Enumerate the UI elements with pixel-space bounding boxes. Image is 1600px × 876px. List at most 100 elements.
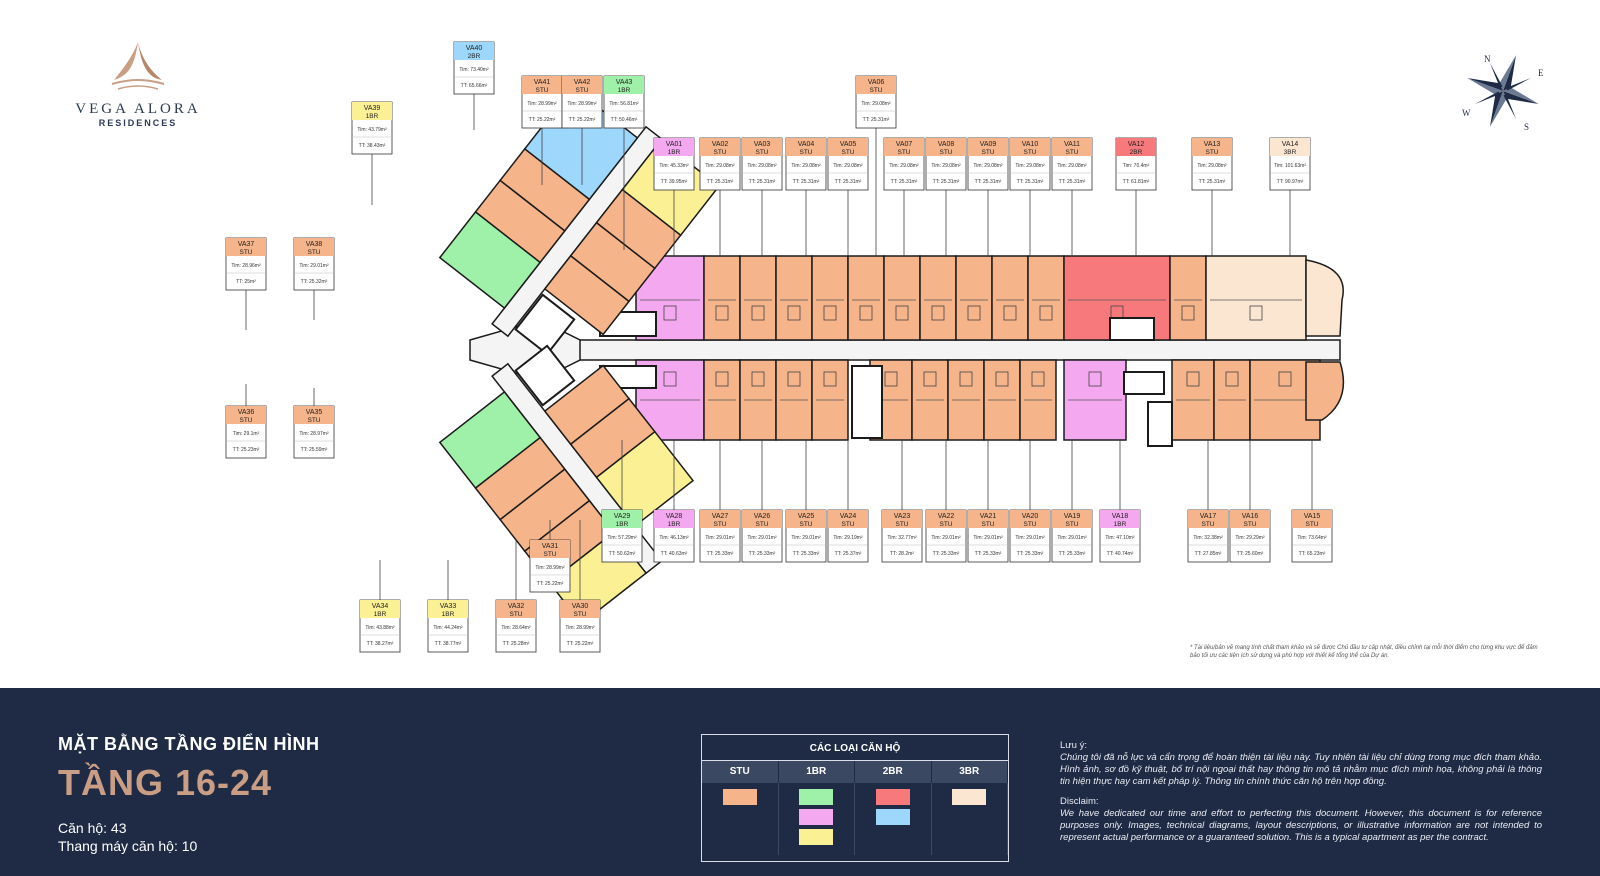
brand-name: VEGA ALORA bbox=[75, 101, 201, 117]
unit-id: VA09 bbox=[980, 141, 997, 148]
unit-area-tt: TT: 25.22m² bbox=[537, 581, 564, 587]
unit-label-header bbox=[654, 510, 694, 528]
disclaimer-notes: Lưu ý: Chúng tôi đã nỗ lực và cẩn trọng … bbox=[1060, 740, 1542, 844]
unit-label-header bbox=[602, 510, 642, 528]
unit-label-header bbox=[654, 138, 694, 156]
elevator-core bbox=[1109, 317, 1155, 341]
unit-type: STU bbox=[308, 249, 321, 256]
unit-id: VA10 bbox=[1022, 141, 1039, 148]
unit-area-tt: TT: 25.28m² bbox=[503, 641, 530, 647]
corridor bbox=[559, 339, 1341, 361]
unit-area-tt: TT: 28.2m² bbox=[890, 551, 914, 557]
unit-area-tim: Tim: 29.01m² bbox=[747, 535, 777, 541]
unit-label-header bbox=[226, 238, 266, 256]
unit-id: VA20 bbox=[1022, 513, 1039, 520]
unit-area-tt: TT: 25.31m² bbox=[891, 179, 918, 185]
unit-label-header bbox=[522, 76, 562, 94]
unit-label-header bbox=[454, 42, 494, 60]
unit-type: STU bbox=[714, 521, 727, 528]
unit-type: STU bbox=[714, 149, 727, 156]
unit-type: 3BR bbox=[1284, 149, 1297, 156]
unit-id: VA33 bbox=[440, 603, 457, 610]
unit-area-tt: TT: 25.31m² bbox=[975, 179, 1002, 185]
unit-type: 1BR bbox=[668, 149, 681, 156]
unit-area-tt: TT: 25.31m² bbox=[707, 179, 734, 185]
legend-swatch bbox=[952, 789, 987, 805]
unit-type: STU bbox=[1244, 521, 1257, 528]
unit-type: STU bbox=[1024, 149, 1037, 156]
unit-area-tt: TT: 25.31m² bbox=[835, 179, 862, 185]
unit-id: VA41 bbox=[534, 79, 551, 86]
unit-label-header bbox=[742, 138, 782, 156]
unit-area-tim: Tim: 32.38m² bbox=[1193, 535, 1223, 541]
unit-area-tim: Tim: 43.88m² bbox=[365, 625, 395, 631]
unit-area-tim: Tim: 28.64m² bbox=[501, 625, 531, 631]
unit-label-header bbox=[560, 600, 600, 618]
unit-type: 1BR bbox=[1114, 521, 1127, 528]
unit-type: STU bbox=[240, 249, 253, 256]
unit-count: Căn hộ: 43 bbox=[58, 820, 127, 836]
unit-area-tim: Tim: 28.97m² bbox=[299, 431, 329, 437]
unit-area-tim: Tim: 43.79m² bbox=[357, 127, 387, 133]
legend-swatches bbox=[702, 783, 1008, 855]
unit-area-tt: TT: 25.33m² bbox=[707, 551, 734, 557]
unit-type: 1BR bbox=[374, 611, 387, 618]
legend-col-stu: STU bbox=[702, 761, 779, 783]
svg-text:S: S bbox=[1524, 122, 1529, 132]
unit-type: STU bbox=[800, 149, 813, 156]
unit-id: VA28 bbox=[666, 513, 683, 520]
unit-label-header bbox=[352, 102, 392, 120]
unit-type: STU bbox=[896, 521, 909, 528]
legend-swatch-group bbox=[932, 783, 1008, 855]
unit-id: VA15 bbox=[1304, 513, 1321, 520]
unit-label-header bbox=[1052, 138, 1092, 156]
unit-label-header bbox=[968, 138, 1008, 156]
unit-area-tim: Tim: 29.08m² bbox=[931, 163, 961, 169]
unit-id: VA38 bbox=[306, 241, 323, 248]
unit-area-tim: Tim: 29.08m² bbox=[889, 163, 919, 169]
unit-area-tt: TT: 38.27m² bbox=[367, 641, 394, 647]
unit-area-tim: Tim: 29.08m² bbox=[973, 163, 1003, 169]
unit-area bbox=[955, 255, 993, 341]
unit-type: STU bbox=[1306, 521, 1319, 528]
unit-type: 1BR bbox=[366, 113, 379, 120]
unit-id: VA24 bbox=[840, 513, 857, 520]
unit-area-tt: TT: 25.31m² bbox=[1017, 179, 1044, 185]
unit-label-header bbox=[604, 76, 644, 94]
unit-area-tt: TT: 25.31m² bbox=[749, 179, 776, 185]
unit-id: VA27 bbox=[712, 513, 729, 520]
unit-id: VA13 bbox=[1204, 141, 1221, 148]
stair-core bbox=[851, 365, 883, 439]
unit-area-tt: TT: 25.31m² bbox=[793, 179, 820, 185]
unit-area-tim: Tim: 29.08m² bbox=[791, 163, 821, 169]
sail-logo-icon bbox=[111, 42, 165, 90]
unit-type: STU bbox=[940, 149, 953, 156]
unit-area-tt: TT: 50.62m² bbox=[609, 551, 636, 557]
unit-id: VA36 bbox=[238, 409, 255, 416]
leader-lines bbox=[245, 94, 1313, 600]
unit-area bbox=[1205, 255, 1307, 341]
unit-area bbox=[1027, 255, 1065, 341]
legend-swatch bbox=[799, 789, 834, 805]
brand-logo: VEGA ALORA RESIDENCES bbox=[58, 40, 218, 128]
svg-text:N: N bbox=[1484, 54, 1491, 64]
unit-label-header bbox=[1052, 510, 1092, 528]
unit-type: STU bbox=[1066, 521, 1079, 528]
